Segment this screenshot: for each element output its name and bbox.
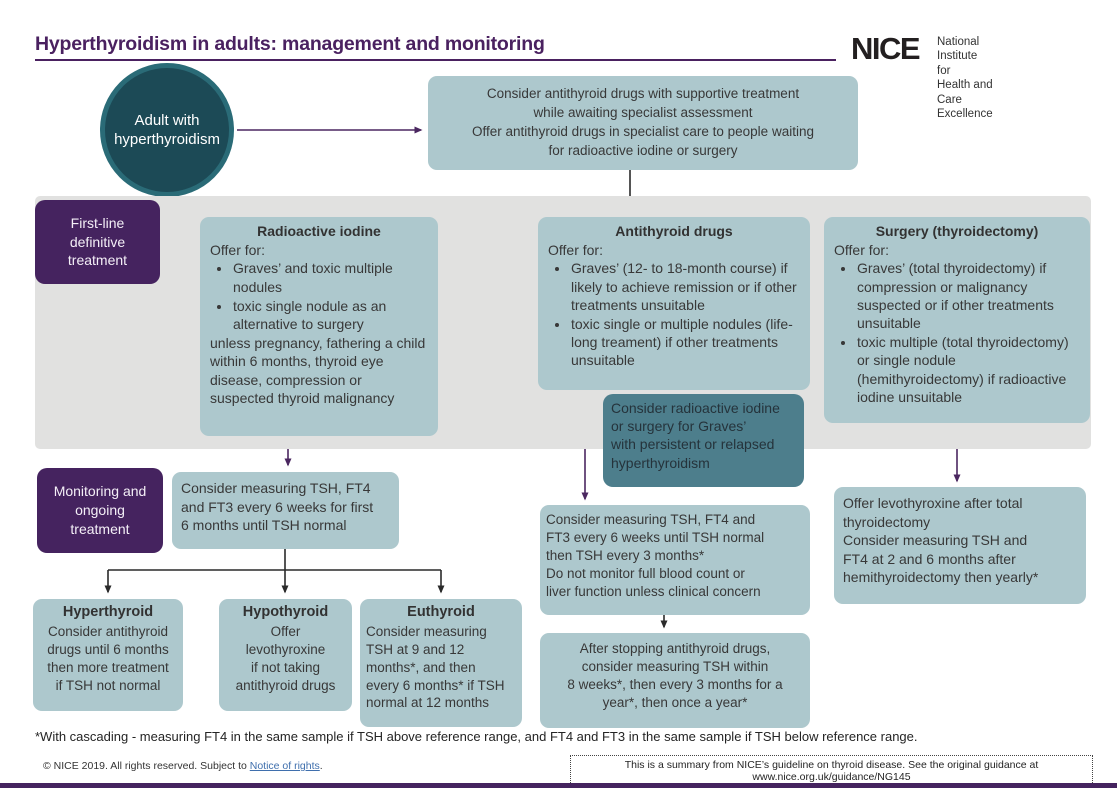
euthyroid-text: Consider measuring TSH at 9 and 12 month… xyxy=(366,624,505,711)
surgery-monitoring-box: Offer levothyroxine after total thyroide… xyxy=(834,487,1086,604)
bullet-item: toxic single or multiple nodules (life-l… xyxy=(570,315,800,370)
surgery-intro: Offer for: xyxy=(834,242,889,259)
surgery-title: Surgery (thyroidectomy) xyxy=(875,223,1039,239)
bullet-item: toxic multiple (total thyroidectomy) or … xyxy=(856,333,1080,406)
start-node: Adult with hyperthyroidism xyxy=(100,63,234,197)
copyright-prefix: © NICE 2019. All rights reserved. Subjec… xyxy=(43,760,250,772)
cascading-footnote: *With cascading - measuring FT4 in the s… xyxy=(35,729,918,744)
surgery-box: Surgery (thyroidectomy) Offer for: Grave… xyxy=(824,217,1090,423)
euthyroid-outcome-box: Euthyroid Consider measuring TSH at 9 an… xyxy=(360,599,522,727)
copyright-suffix: . xyxy=(319,760,323,772)
bullet-item: Graves’ and toxic multiple nodules xyxy=(232,259,428,295)
surgery-bullet-list: Graves’ (total thyroidectomy) if compres… xyxy=(834,259,1080,406)
bullet-item: Graves’ (total thyroidectomy) if compres… xyxy=(856,259,1080,332)
antithyroid-drugs-box: Antithyroid drugs Offer for: Graves’ (12… xyxy=(538,217,810,390)
stage-label-first-line-text: First-line definitive treatment xyxy=(67,214,128,269)
title-divider xyxy=(35,59,836,61)
hyperthyroid-text: Consider antithyroid drugs until 6 month… xyxy=(47,624,169,693)
antithyroid-drugs-intro: Offer for: xyxy=(548,242,603,259)
hypothyroid-outcome-box: Hypothyroid Offer levothyroxine if not t… xyxy=(219,599,352,711)
antithyroid-monitoring-box: Consider measuring TSH, FT4 and FT3 ever… xyxy=(540,505,810,615)
hypothyroid-title: Hypothyroid xyxy=(242,604,329,620)
hypothyroid-text: Offer levothyroxine if not taking antith… xyxy=(235,624,336,693)
radioactive-iodine-outro: unless pregnancy, fathering a child with… xyxy=(210,335,426,406)
radioactive-iodine-bullet-list: Graves’ and toxic multiple nodules toxic… xyxy=(210,259,428,333)
nice-logo-tagline: National Institute for Health and Care E… xyxy=(937,36,993,120)
after-stopping-box: After stopping antithyroid drugs, consid… xyxy=(540,633,810,728)
guideline-summary-note: This is a summary from NICE’s guideline … xyxy=(570,755,1093,787)
nice-logo-wordmark: NICE xyxy=(851,31,921,66)
relapse-consideration-box: Consider radioactive iodine or surgery f… xyxy=(603,394,804,487)
bottom-accent-bar xyxy=(0,783,1117,788)
radioiodine-monitoring-box: Consider measuring TSH, FT4 and FT3 ever… xyxy=(172,472,399,549)
notice-of-rights-link[interactable]: Notice of rights xyxy=(249,760,320,772)
antithyroid-drugs-bullet-list: Graves’ (12- to 18-month course) if like… xyxy=(548,259,800,369)
stage-label-monitoring: Monitoring and ongoing treatment xyxy=(37,468,163,553)
page-title: Hyperthyroidism in adults: management an… xyxy=(35,33,545,55)
bullet-item: Graves’ (12- to 18-month course) if like… xyxy=(570,259,800,314)
stage-label-first-line: First-line definitive treatment xyxy=(35,200,160,284)
radioactive-iodine-intro: Offer for: xyxy=(210,242,265,259)
hyperthyroid-outcome-box: Hyperthyroid Consider antithyroid drugs … xyxy=(33,599,183,711)
start-node-label: Adult with hyperthyroidism xyxy=(114,111,220,149)
specialist-assessment-box: Consider antithyroid drugs with supporti… xyxy=(428,76,858,170)
bullet-item: toxic single nodule as an alternative to… xyxy=(232,297,428,333)
hyperthyroid-title: Hyperthyroid xyxy=(62,604,154,620)
stage-label-monitoring-text: Monitoring and ongoing treatment xyxy=(53,483,147,537)
copyright-line: © NICE 2019. All rights reserved. Subjec… xyxy=(43,760,323,772)
antithyroid-drugs-title: Antithyroid drugs xyxy=(615,223,733,239)
radioactive-iodine-title: Radioactive iodine xyxy=(257,223,381,239)
radioactive-iodine-box: Radioactive iodine Offer for: Graves’ an… xyxy=(200,217,438,436)
euthyroid-title: Euthyroid xyxy=(407,604,475,620)
